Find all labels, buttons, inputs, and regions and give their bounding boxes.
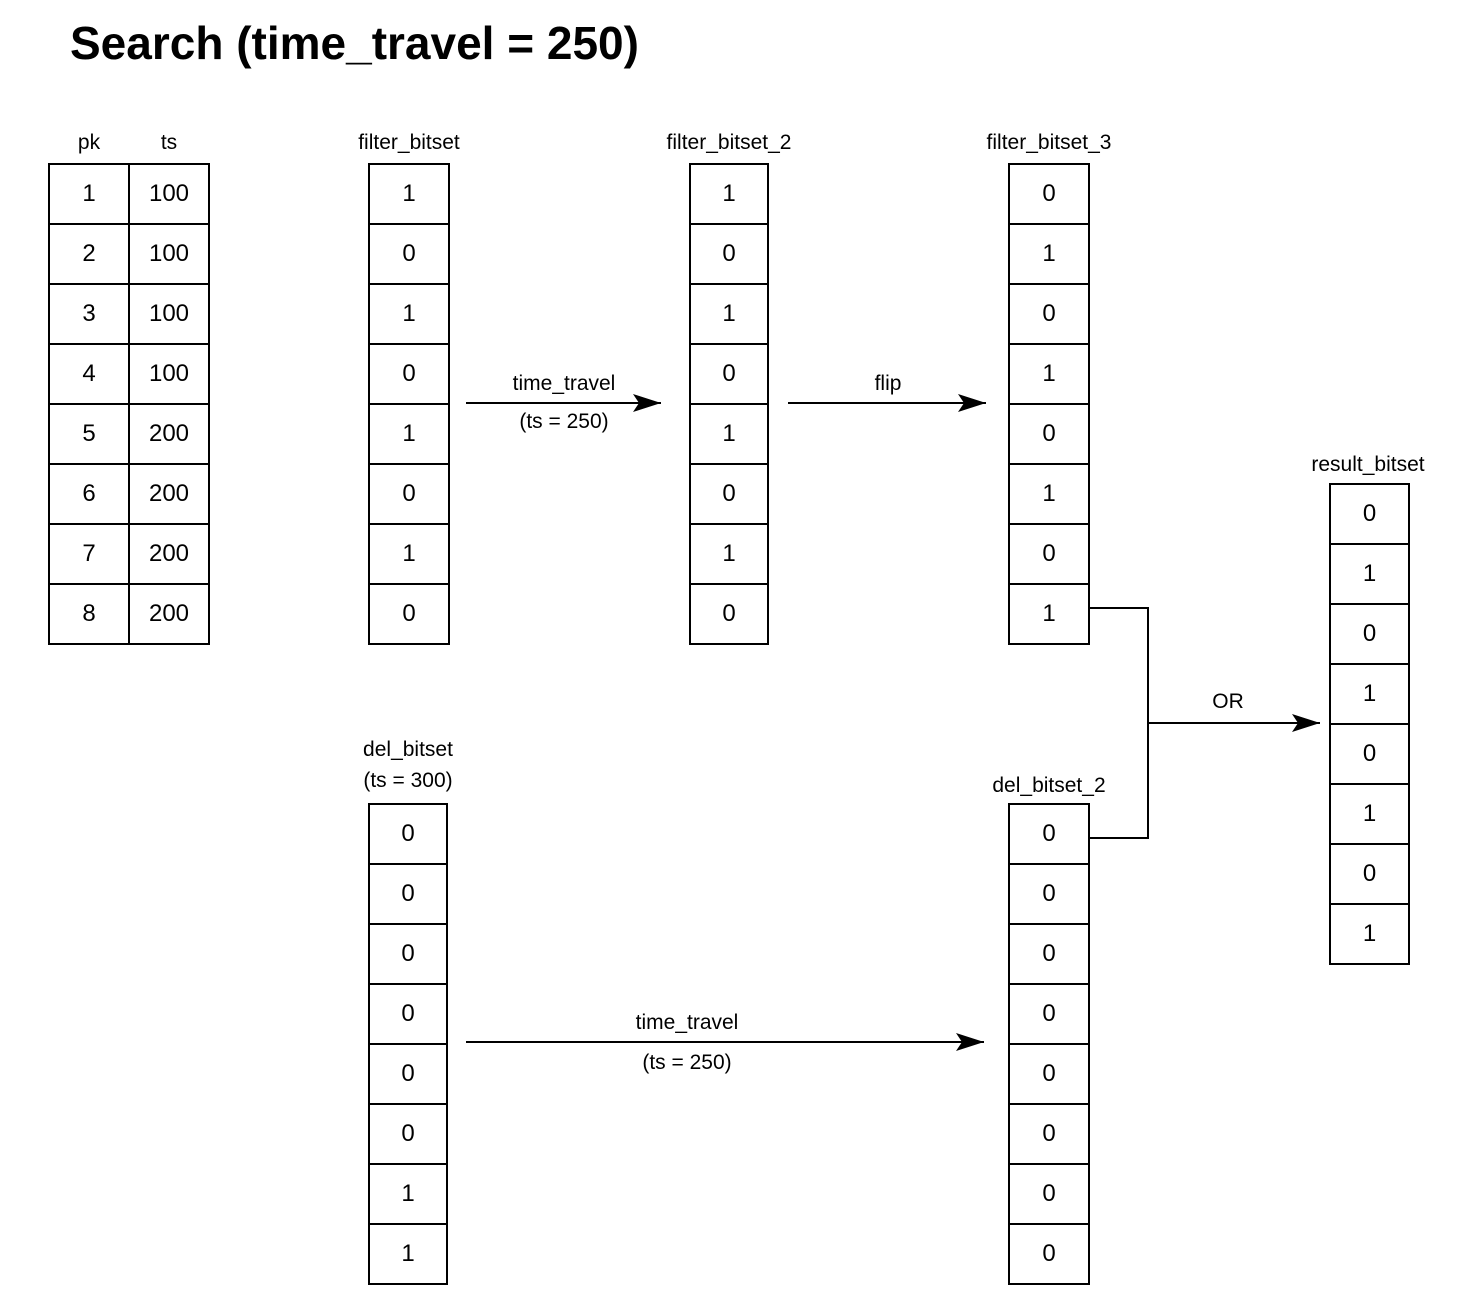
table-row: 3 100 — [50, 285, 208, 345]
bit-cell: 0 — [370, 1045, 446, 1105]
bit-cell: 1 — [370, 1165, 446, 1225]
bit-cell: 1 — [1331, 545, 1408, 605]
bit-cell: 1 — [370, 285, 448, 345]
table-header-ts: ts — [160, 131, 178, 154]
del-bitset-2-column: 0 0 0 0 0 0 0 0 — [1008, 803, 1090, 1285]
bit-cell: 0 — [1010, 285, 1088, 345]
pk-cell: 8 — [50, 585, 130, 643]
pk-cell: 5 — [50, 405, 130, 463]
del-bitset-2-label: del_bitset_2 — [992, 774, 1106, 797]
pk-ts-table: 1 100 2 100 3 100 4 100 5 200 6 200 7 20… — [48, 163, 210, 645]
ts-cell: 100 — [148, 300, 190, 327]
ts-cell: 100 — [148, 360, 190, 387]
bit-cell: 0 — [1010, 1105, 1088, 1165]
bit-cell: 0 — [1010, 805, 1088, 865]
bit-cell: 0 — [1010, 1045, 1088, 1105]
pk-cell: 6 — [50, 465, 130, 523]
bit-cell: 1 — [370, 525, 448, 585]
table-row: 5 200 — [50, 405, 208, 465]
bit-cell: 0 — [1010, 165, 1088, 225]
pk-cell: 1 — [50, 165, 130, 223]
bit-cell: 1 — [1042, 600, 1056, 627]
bit-cell: 0 — [1010, 985, 1088, 1045]
filter-bitset-label: filter_bitset — [358, 131, 460, 154]
bit-cell: 0 — [370, 865, 446, 925]
bit-cell: 1 — [1331, 665, 1408, 725]
bit-cell: 0 — [370, 805, 446, 865]
time-travel-bottom-arrow-label: time_travel — [635, 1011, 739, 1034]
time-travel-top-arrow-label: time_travel — [512, 372, 616, 395]
pk-cell: 7 — [50, 525, 130, 583]
bit-cell: 0 — [1331, 845, 1408, 905]
bit-cell: 0 — [1010, 925, 1088, 985]
ts-cell: 100 — [148, 240, 190, 267]
table-row: 4 100 — [50, 345, 208, 405]
bit-cell: 0 — [1331, 485, 1408, 545]
bit-cell: 1 — [691, 525, 767, 585]
table-row: 1 100 — [50, 165, 208, 225]
filter-bitset-3-column: 0 1 0 1 0 1 0 1 — [1008, 163, 1090, 645]
ts-cell: 200 — [148, 600, 190, 627]
table-row: 8 200 — [50, 585, 208, 643]
result-bitset-column: 0 1 0 1 0 1 0 1 — [1329, 483, 1410, 965]
ts-cell: 200 — [148, 540, 190, 567]
bit-cell: 0 — [370, 1105, 446, 1165]
bit-cell: 0 — [722, 600, 736, 627]
bit-cell: 0 — [1042, 1240, 1056, 1267]
pk-cell: 2 — [50, 225, 130, 283]
pk-cell: 3 — [50, 285, 130, 343]
bit-cell: 1 — [691, 405, 767, 465]
or-arrow-label: OR — [1212, 690, 1244, 713]
bit-cell: 1 — [1331, 785, 1408, 845]
bit-cell: 0 — [1010, 405, 1088, 465]
bit-cell: 0 — [1331, 605, 1408, 665]
bit-cell: 1 — [691, 165, 767, 225]
bit-cell: 0 — [691, 345, 767, 405]
bit-cell: 1 — [1010, 225, 1088, 285]
bit-cell: 1 — [370, 165, 448, 225]
bit-cell: 0 — [1010, 525, 1088, 585]
bit-cell: 0 — [370, 225, 448, 285]
filter-bitset-2-label: filter_bitset_2 — [666, 131, 792, 154]
bit-cell: 0 — [1331, 725, 1408, 785]
bit-cell: 0 — [402, 600, 416, 627]
bit-cell: 0 — [370, 925, 446, 985]
table-row: 7 200 — [50, 525, 208, 585]
page-title: Search (time_travel = 250) — [70, 17, 639, 69]
result-bitset-label: result_bitset — [1311, 453, 1425, 476]
bit-cell: 1 — [1010, 465, 1088, 525]
pk-cell: 4 — [50, 345, 130, 403]
table-header-pk: pk — [77, 131, 101, 154]
time-travel-bottom-arrow-sublabel: (ts = 250) — [642, 1051, 732, 1074]
bit-cell: 1 — [1010, 345, 1088, 405]
filter-bitset-column: 1 0 1 0 1 0 1 0 — [368, 163, 450, 645]
bit-cell: 0 — [1010, 1165, 1088, 1225]
bit-cell: 1 — [691, 285, 767, 345]
bit-cell: 0 — [691, 465, 767, 525]
or-merge-connector — [1090, 607, 1149, 839]
del-bitset-sublabel: (ts = 300) — [363, 769, 453, 792]
ts-cell: 200 — [148, 480, 190, 507]
flip-arrow-label: flip — [874, 372, 902, 395]
del-bitset-label: del_bitset — [363, 738, 453, 761]
bit-cell: 1 — [370, 405, 448, 465]
del-bitset-column: 0 0 0 0 0 0 1 1 — [368, 803, 448, 1285]
bit-cell: 0 — [370, 985, 446, 1045]
bit-cell: 0 — [691, 225, 767, 285]
filter-bitset-3-label: filter_bitset_3 — [986, 131, 1112, 154]
bit-cell: 1 — [1362, 920, 1377, 947]
table-row: 6 200 — [50, 465, 208, 525]
bit-cell: 0 — [370, 345, 448, 405]
bit-cell: 0 — [1010, 865, 1088, 925]
ts-cell: 200 — [148, 420, 190, 447]
filter-bitset-2-column: 1 0 1 0 1 0 1 0 — [689, 163, 769, 645]
bit-cell: 0 — [370, 465, 448, 525]
ts-cell: 100 — [148, 180, 190, 207]
table-row: 2 100 — [50, 225, 208, 285]
time-travel-top-arrow-sublabel: (ts = 250) — [519, 410, 609, 433]
bit-cell: 1 — [401, 1240, 415, 1267]
